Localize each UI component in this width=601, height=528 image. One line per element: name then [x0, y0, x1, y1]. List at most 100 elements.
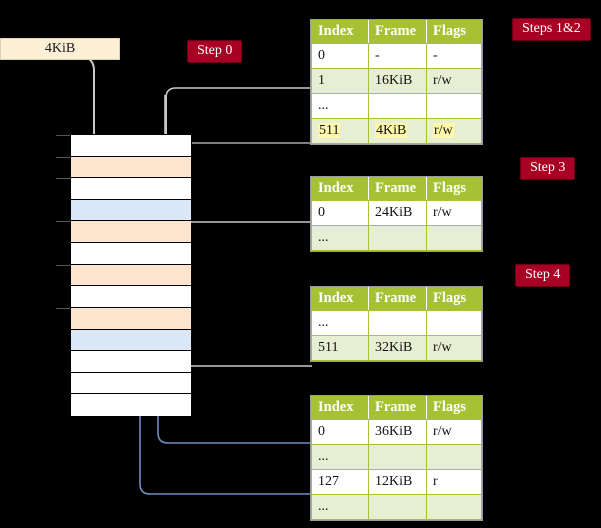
step-badge-steps-1-2: Steps 1&2 [513, 19, 590, 40]
memory-frame-row [71, 372, 191, 395]
memory-frame-row [71, 178, 191, 200]
cell-frame [368, 225, 427, 251]
column-header-index: Index [311, 20, 369, 44]
highlighted-value: r/w [433, 122, 454, 138]
cell-index: ... [311, 225, 369, 251]
step-badge-step-3-label: Step 3 [530, 160, 566, 175]
cell-index: ... [311, 93, 369, 119]
memory-frame-row [71, 286, 191, 308]
column-header-index: Index [311, 177, 369, 201]
memory-frame-tick [56, 307, 70, 309]
cell-frame [368, 444, 427, 470]
cell-index: 511 [311, 118, 369, 144]
memory-frame-row [71, 394, 191, 416]
step-badge-step-0: Step 0 [188, 41, 242, 62]
cell-frame: 16KiB [368, 68, 427, 94]
cell-flags [426, 444, 482, 470]
cell-flags [426, 93, 482, 119]
cell-flags: r [426, 469, 482, 495]
step-badge-step-0-label: Step 0 [197, 43, 233, 58]
column-header-frame: Frame [368, 20, 427, 44]
cell-frame: 24KiB [368, 200, 427, 226]
cell-flags [426, 494, 482, 520]
cell-flags: - [426, 43, 482, 69]
cell-flags [426, 310, 482, 336]
memory-frame-row [71, 307, 191, 330]
memory-frame-row [71, 264, 191, 287]
cell-index: ... [311, 444, 369, 470]
column-header-frame: Frame [368, 396, 427, 420]
table-row: ... [311, 93, 482, 119]
step-badge-steps-1-2-label: Steps 1&2 [522, 21, 581, 36]
memory-frame-row [71, 199, 191, 222]
step-badge-step-4-label: Step 4 [525, 267, 561, 282]
cell-index: 0 [311, 200, 369, 226]
table-row: ... [311, 310, 482, 336]
step-badge-step-4: Step 4 [516, 265, 570, 286]
memory-frame-tick [56, 264, 70, 266]
source-frame-label: 4KiB [44, 41, 76, 56]
cell-frame: 36KiB [368, 419, 427, 445]
column-header-index: Index [311, 287, 369, 311]
cell-index: ... [311, 310, 369, 336]
cell-index: 127 [311, 469, 369, 495]
table-row: ... [311, 225, 482, 251]
highlighted-value: 511 [318, 122, 341, 138]
cell-frame [368, 310, 427, 336]
memory-frame-tick [56, 156, 70, 158]
memory-frame-row [71, 351, 191, 373]
cell-index: 0 [311, 419, 369, 445]
table-row: ... [311, 444, 482, 470]
cell-index: 0 [311, 43, 369, 69]
table-row: ... [311, 494, 482, 520]
memory-frame-row [71, 135, 191, 157]
column-header-flags: Flags [426, 177, 482, 201]
table-row: 511 4KiB r/w [311, 118, 482, 144]
cell-frame: - [368, 43, 427, 69]
cell-flags: r/w [426, 68, 482, 94]
cell-frame [368, 93, 427, 119]
cell-index: 511 [311, 335, 369, 361]
step-badge-step-3: Step 3 [521, 158, 575, 179]
memory-frame-row [71, 156, 191, 179]
column-header-frame: Frame [368, 287, 427, 311]
physical-memory-column [56, 134, 191, 416]
memory-frame-tick [56, 135, 70, 136]
memory-frame-row [71, 221, 191, 244]
cell-frame: 12KiB [368, 469, 427, 495]
memory-frame-row [71, 243, 191, 265]
cell-flags: r/w [426, 335, 482, 361]
cell-index: ... [311, 494, 369, 520]
table-row: 0-- [311, 43, 482, 69]
column-header-flags: Flags [426, 20, 482, 44]
column-header-frame: Frame [368, 177, 427, 201]
memory-frame-row [71, 329, 191, 352]
cell-frame: 4KiB [368, 118, 427, 144]
column-header-index: Index [311, 396, 369, 420]
source-frame-box: 4KiB [0, 38, 120, 60]
cell-flags [426, 225, 482, 251]
cell-flags: r/w [426, 200, 482, 226]
cell-flags: r/w [426, 118, 482, 144]
highlighted-value: 4KiB [375, 122, 408, 138]
cell-index: 1 [311, 68, 369, 94]
cell-frame [368, 494, 427, 520]
cell-flags: r/w [426, 419, 482, 445]
memory-frame-tick [56, 221, 70, 223]
column-header-flags: Flags [426, 287, 482, 311]
cell-frame: 32KiB [368, 335, 427, 361]
